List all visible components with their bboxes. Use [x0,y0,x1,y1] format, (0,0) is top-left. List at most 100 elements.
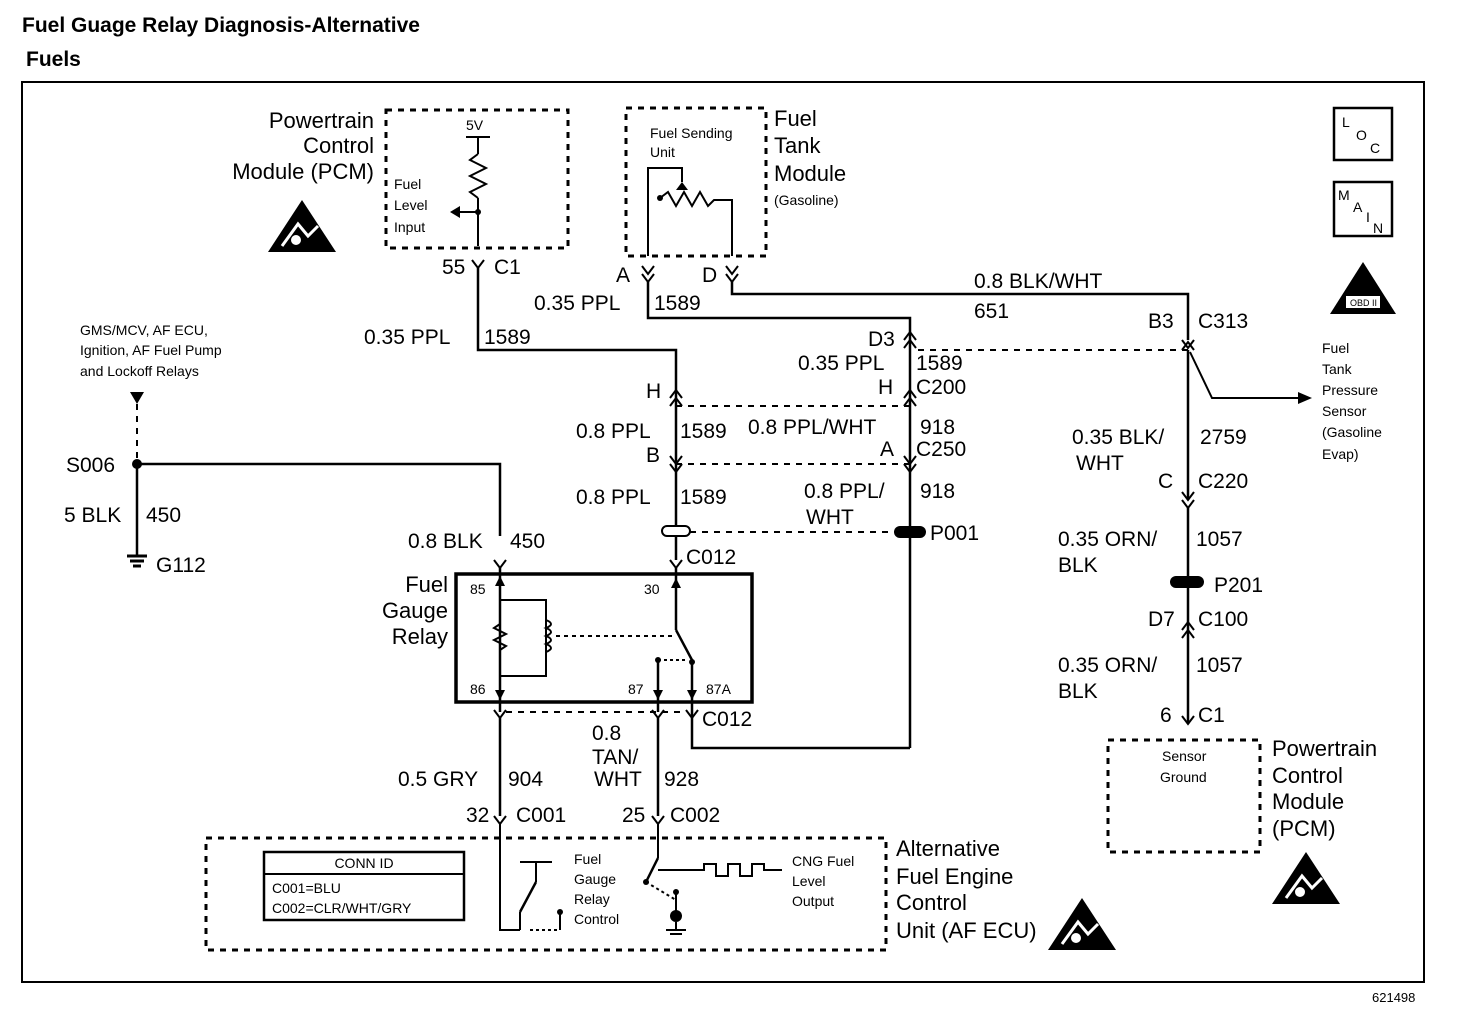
wire-color-w9: 0.8 BLK [408,530,483,553]
svg-text:Fuel: Fuel [1322,340,1349,356]
svg-text:Level: Level [792,873,825,889]
svg-text:N: N [1373,220,1383,236]
c250-label: C250 [916,438,966,461]
c313-pin: B3 [1148,310,1174,333]
svg-text:Module: Module [1272,789,1344,814]
wire-circuit-w6: 918 [920,416,955,439]
c200-pin-d3: D3 [868,328,895,351]
loc-symbol [1332,106,1394,162]
svg-text:Sensor: Sensor [1322,403,1367,419]
wire-color-w14: 0.5 GRY [398,768,478,791]
wire-color-w7: 0.8 PPL [576,486,651,509]
svg-text:Powertrain: Powertrain [1272,736,1377,761]
wire-color-w3: 0.8 BLK/WHT [974,270,1103,293]
page-title: Fuel Guage Relay Diagnosis-Alternative [22,14,420,37]
wire-circuit-w10: 450 [146,504,181,527]
pcm-top-connector: C1 [494,256,521,279]
c100-label: C100 [1198,608,1248,631]
svg-text:OBD II: OBD II [1350,298,1377,308]
pcm-top-pin: 55 [442,256,465,279]
pcm-top-label: Powertrain Control Module (PCM) [232,108,374,184]
svg-text:CNG Fuel: CNG Fuel [792,853,854,869]
c220-label: C220 [1198,470,1248,493]
diagram-border [21,81,1425,983]
svg-text:Tank: Tank [774,133,821,158]
figure-number: 621498 [1372,990,1416,1005]
svg-text:A: A [1353,199,1363,215]
svg-text:and Lockoff Relays: and Lockoff Relays [80,363,199,379]
wire-circuit-w5: 1589 [680,420,727,443]
svg-text:Unit: Unit [650,144,675,160]
page-subtitle: Fuels [26,48,81,71]
svg-text:87: 87 [628,681,644,697]
esd-warning-icon [1270,850,1342,906]
esd-warning-icon [1046,896,1118,952]
svg-text:WHT: WHT [1076,452,1124,475]
pullup-resistor [467,153,489,199]
c200-label: C200 [916,376,966,399]
ground-label: G112 [156,554,206,577]
svg-text:Ground: Ground [1160,769,1207,785]
svg-text:C001=BLU: C001=BLU [272,880,341,896]
svg-text:Gauge: Gauge [382,598,448,623]
p001-connector [894,526,926,538]
svg-text:Tank: Tank [1322,361,1353,377]
svg-text:O: O [1356,127,1367,143]
wire-circuit-w9: 450 [510,530,545,553]
wire-circuit-w2: 1589 [654,292,701,315]
conn-id-table: CONN ID C001=BLU C002=CLR/WHT/GRY [262,850,466,922]
p001-label: P001 [930,522,979,545]
svg-text:85: 85 [470,581,486,597]
supply-5v-label: 5V [466,117,484,133]
wire-color-w4: 0.35 PPL [798,352,884,375]
wire-circuit-w15: 928 [664,768,699,791]
c200-pin-h: H [878,376,893,399]
svg-text:Fuel: Fuel [774,106,817,131]
wire-color-w15: 0.8 [592,722,621,745]
c002-pin: 25 [622,804,645,827]
svg-text:(PCM): (PCM) [1272,816,1336,841]
svg-text:Pressure: Pressure [1322,382,1378,398]
relay-coil [543,619,552,653]
tank-pin-a: A [616,264,630,287]
svg-text:BLK: BLK [1058,554,1098,577]
svg-text:Powertrain: Powertrain [269,108,374,133]
svg-text:Fuel: Fuel [574,851,601,867]
svg-text:CONN ID: CONN ID [334,855,393,871]
af-ecu-label: Alternative Fuel Engine Control Unit (AF… [896,836,1037,943]
svg-text:Ignition, AF Fuel Pump: Ignition, AF Fuel Pump [80,342,222,358]
p201-label: P201 [1214,574,1263,597]
fuel-tank-module-label: Fuel Tank Module (Gasoline) [774,106,846,208]
fuel-tank-pressure-sensor-label: Fuel Tank Pressure Sensor (Gasoline Evap… [1322,340,1382,462]
pcm-bottom-label: Powertrain Control Module (PCM) [1272,736,1377,841]
cng-output-label: CNG Fuel Level Output [792,853,854,909]
pwm-waveform [666,863,782,877]
wire-circuit-w12: 1057 [1196,528,1243,551]
c012-top-label: C012 [686,546,736,569]
svg-text:Unit (AF ECU): Unit (AF ECU) [896,918,1037,943]
pcm-bottom-box [1106,738,1262,854]
svg-text:Module: Module [774,161,846,186]
p201-connector [1170,576,1204,588]
svg-text:Sensor: Sensor [1162,748,1207,764]
c220-pin: C [1158,470,1173,493]
svg-text:Fuel Engine: Fuel Engine [896,864,1013,889]
wire-circuit-w7: 1589 [680,486,727,509]
svg-text:(Gasoline): (Gasoline) [774,192,839,208]
relay-contact-arm [674,629,694,661]
svg-text:(Gasoline: (Gasoline [1322,424,1382,440]
fuel-gauge-relay-label: Fuel Gauge Relay [382,572,448,649]
wire-color-w11: 0.35 BLK/ [1072,426,1164,449]
svg-text:Module (PCM): Module (PCM) [232,159,374,184]
c002-label: C002 [670,804,720,827]
svg-text:86: 86 [470,681,486,697]
wire-circuit-w8: 918 [920,480,955,503]
wire-color-w10: 5 BLK [64,504,121,527]
relay-resistor [491,623,509,651]
svg-text:M: M [1338,187,1350,203]
svg-text:Control: Control [896,890,967,915]
obd2-warning-icon: OBD II [1330,262,1396,314]
svg-text:Gauge: Gauge [574,871,616,887]
c001-pin: 32 [466,804,489,827]
